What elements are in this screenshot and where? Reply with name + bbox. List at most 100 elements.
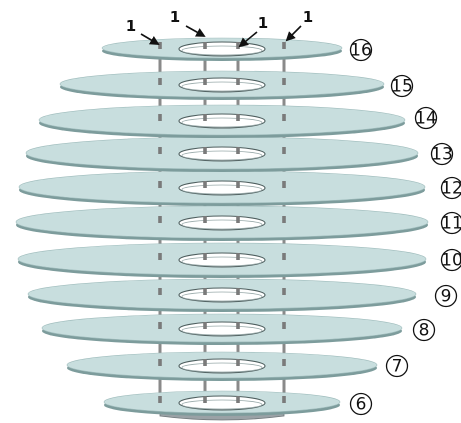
rod-cap xyxy=(203,78,207,85)
center-hole-inner-rim xyxy=(181,81,263,92)
pointer-callout: 1 xyxy=(170,8,206,37)
support-rod xyxy=(203,86,207,120)
support-rod xyxy=(158,86,162,120)
rod-cap xyxy=(282,42,286,49)
plate-number-text: 11 xyxy=(441,214,461,234)
label-circle xyxy=(385,354,409,378)
rod-cap xyxy=(203,322,207,329)
center-hole xyxy=(178,215,266,231)
label-circle xyxy=(412,318,436,342)
center-hole-inner-rim xyxy=(181,256,263,267)
center-hole-inner-rim xyxy=(181,184,263,195)
rod-cap xyxy=(282,322,286,329)
label-circle xyxy=(414,106,438,130)
rod-cap xyxy=(158,114,162,121)
rod-cap xyxy=(282,216,286,223)
support-rod xyxy=(236,50,240,84)
support-rod xyxy=(282,189,286,222)
rod-cap xyxy=(203,253,207,260)
rod-cap xyxy=(158,396,162,403)
rod-cap xyxy=(158,288,162,295)
plate-number-label: 10 xyxy=(440,248,461,272)
plate-number-label: 15 xyxy=(390,74,414,98)
center-hole xyxy=(178,41,266,57)
support-rod xyxy=(158,224,162,259)
center-hole-inner-rim xyxy=(181,325,263,336)
rod-cap xyxy=(158,216,162,223)
rod-cap xyxy=(236,216,240,223)
rod-cap xyxy=(236,288,240,295)
plate-number-label: 16 xyxy=(349,38,373,62)
plate-9 xyxy=(27,261,417,312)
pointer-arrow xyxy=(185,25,206,37)
rod-cap xyxy=(282,253,286,260)
plate-number-label: 7 xyxy=(385,354,409,378)
pointer-callout: 1 xyxy=(238,14,268,48)
support-rod xyxy=(158,367,162,402)
center-hole-inner-rim xyxy=(181,291,263,302)
center-hole-inner-rim xyxy=(181,150,263,161)
plate-number-label: 13 xyxy=(430,142,454,166)
center-hole xyxy=(178,180,266,196)
label-circle xyxy=(349,38,373,62)
plate-10 xyxy=(17,224,427,278)
label-circle xyxy=(390,74,414,98)
support-rod xyxy=(203,224,207,259)
rod-cap xyxy=(236,42,240,49)
plate-13 xyxy=(25,122,419,172)
rod-cap xyxy=(158,359,162,366)
rod-cap xyxy=(282,359,286,366)
support-rod xyxy=(203,330,207,365)
rod-cap xyxy=(236,253,240,260)
center-hole-inner-rim xyxy=(181,45,263,56)
rod-cap xyxy=(158,181,162,188)
pointer-label: 1 xyxy=(258,14,268,32)
rod-cap xyxy=(236,322,240,329)
support-rod xyxy=(236,367,240,402)
rod-cap xyxy=(203,42,207,49)
support-rod xyxy=(236,296,240,328)
plate-number-text: 6 xyxy=(356,395,367,415)
center-hole xyxy=(178,321,266,337)
rod-cap xyxy=(158,42,162,49)
rod-cap xyxy=(158,147,162,154)
support-rod xyxy=(282,86,286,120)
support-rod xyxy=(236,224,240,259)
support-rod xyxy=(282,224,286,259)
plate-15 xyxy=(59,50,385,100)
rod-cap xyxy=(203,216,207,223)
rod-cap xyxy=(203,147,207,154)
support-rod xyxy=(158,296,162,328)
rod-cap xyxy=(203,359,207,366)
plate-number-text: 8 xyxy=(419,321,430,341)
center-hole-inner-rim xyxy=(181,117,263,128)
support-rod xyxy=(203,50,207,84)
plate-number-text: 12 xyxy=(441,179,461,199)
center-hole-inner-rim xyxy=(181,399,263,410)
rod-cap xyxy=(203,288,207,295)
rod-cap xyxy=(282,78,286,85)
pointer-arrow xyxy=(140,33,160,45)
support-rod xyxy=(282,367,286,402)
support-rod xyxy=(158,50,162,84)
pointer-arrow xyxy=(238,31,258,48)
plate-number-label: 14 xyxy=(414,106,438,130)
center-hole xyxy=(178,252,266,268)
plate-number-text: 14 xyxy=(415,109,437,129)
support-rod xyxy=(236,86,240,120)
plate-number-label: 6 xyxy=(349,392,373,416)
pointer-label: 1 xyxy=(303,8,313,26)
pointer-label: 1 xyxy=(170,8,180,26)
rod-cap xyxy=(236,181,240,188)
label-circle xyxy=(440,248,461,272)
pointer-arrow xyxy=(285,25,302,42)
center-hole-inner-rim xyxy=(181,362,263,373)
rod-cap xyxy=(203,181,207,188)
plate-14 xyxy=(38,86,406,138)
rod-cap xyxy=(282,181,286,188)
center-hole xyxy=(178,287,266,303)
rod-cap xyxy=(282,114,286,121)
support-rod xyxy=(158,261,162,294)
plate-number-label: 8 xyxy=(412,318,436,342)
